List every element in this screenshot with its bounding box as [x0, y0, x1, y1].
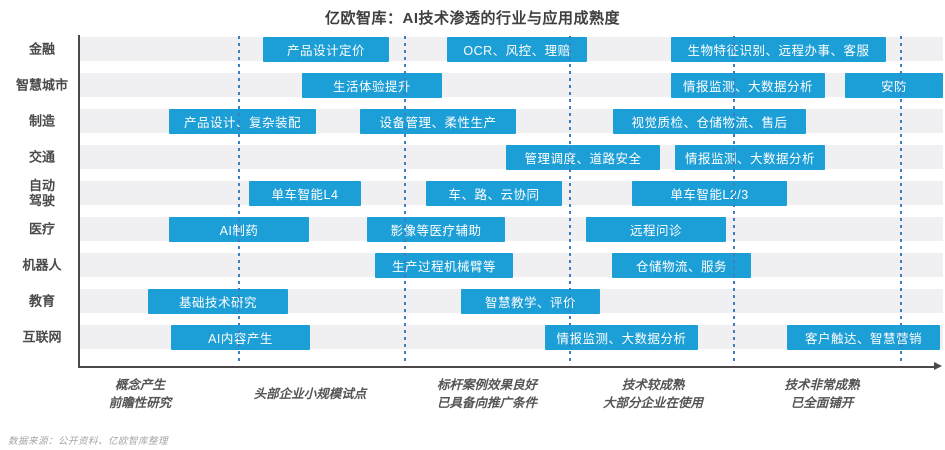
chart-bar: 单车智能L4	[249, 180, 361, 206]
x-axis-arrow-icon	[934, 362, 942, 370]
chart-bar: 情报监测、大数据分析	[545, 324, 698, 350]
chart-bar: 智慧教学、评价	[461, 288, 600, 314]
chart-bar: 仓储物流、服务	[612, 252, 751, 278]
row-label-教育: 教育	[28, 293, 55, 309]
stage-divider-line	[900, 36, 902, 363]
stage-label: 概念产生前瞻性研究	[108, 378, 172, 410]
chart-bar: 车、路、云协同	[426, 180, 562, 206]
data-source-note: 数据来源：公开资料、亿欧智库整理	[8, 436, 169, 447]
chart-bar: AI内容产生	[171, 324, 310, 350]
chart-bar: 单车智能L2/3	[632, 180, 787, 206]
stage-label: 头部企业小规模试点	[253, 387, 367, 401]
chart-bar: 基础技术研究	[148, 288, 288, 314]
chart-bar: 情报监测、大数据分析	[675, 144, 825, 170]
stage-label: 技术非常成熟已全面铺开	[784, 378, 860, 410]
stage-label: 标杆案例效果良好已具备向推广条件	[436, 378, 537, 410]
stage-divider-line	[733, 36, 735, 363]
stage-divider-line	[404, 36, 406, 363]
chart-bar: 安防	[845, 72, 943, 98]
row-label-机器人: 机器人	[22, 257, 62, 273]
row-label-制造: 制造	[28, 113, 55, 129]
chart-bar: 影像等医疗辅助	[367, 216, 505, 242]
row-label-金融: 金融	[28, 41, 55, 57]
stage-divider-line	[238, 36, 240, 363]
y-axis-line	[78, 35, 80, 367]
stage-divider-line	[569, 36, 571, 363]
chart-bar: 情报监测、大数据分析	[671, 72, 825, 98]
chart-bar: 生产过程机械臂等	[375, 252, 513, 278]
row-label-互联网: 互联网	[22, 329, 62, 345]
chart-bar: 生物特征识别、远程办事、客服	[671, 36, 886, 62]
chart-title: 亿欧智库：AI技术渗透的行业与应用成熟度	[324, 10, 620, 27]
chart-bar: 产品设计、复杂装配	[169, 108, 316, 134]
row-label-智慧城市: 智慧城市	[15, 77, 68, 93]
row-label-医疗: 医疗	[28, 221, 55, 237]
row-label-交通: 交通	[28, 149, 55, 165]
chart-bar: 生活体验提升	[302, 72, 442, 98]
chart-bar: 产品设计定价	[263, 36, 389, 62]
chart-bar: 客户触达、智慧营销	[787, 324, 940, 350]
x-axis-line	[78, 366, 935, 368]
chart-bar: 管理调度、道路安全	[506, 144, 660, 170]
chart-bar: 视觉质检、仓储物流、售后	[613, 108, 806, 134]
chart-bar: OCR、风控、理赔	[447, 36, 587, 62]
chart-bar: 设备管理、柔性生产	[360, 108, 516, 134]
stage-label: 技术较成熟大部分企业在使用	[602, 378, 703, 410]
row-label-自动驾驶: 自动驾驶	[28, 178, 55, 208]
chart-bar: 远程问诊	[586, 216, 726, 242]
